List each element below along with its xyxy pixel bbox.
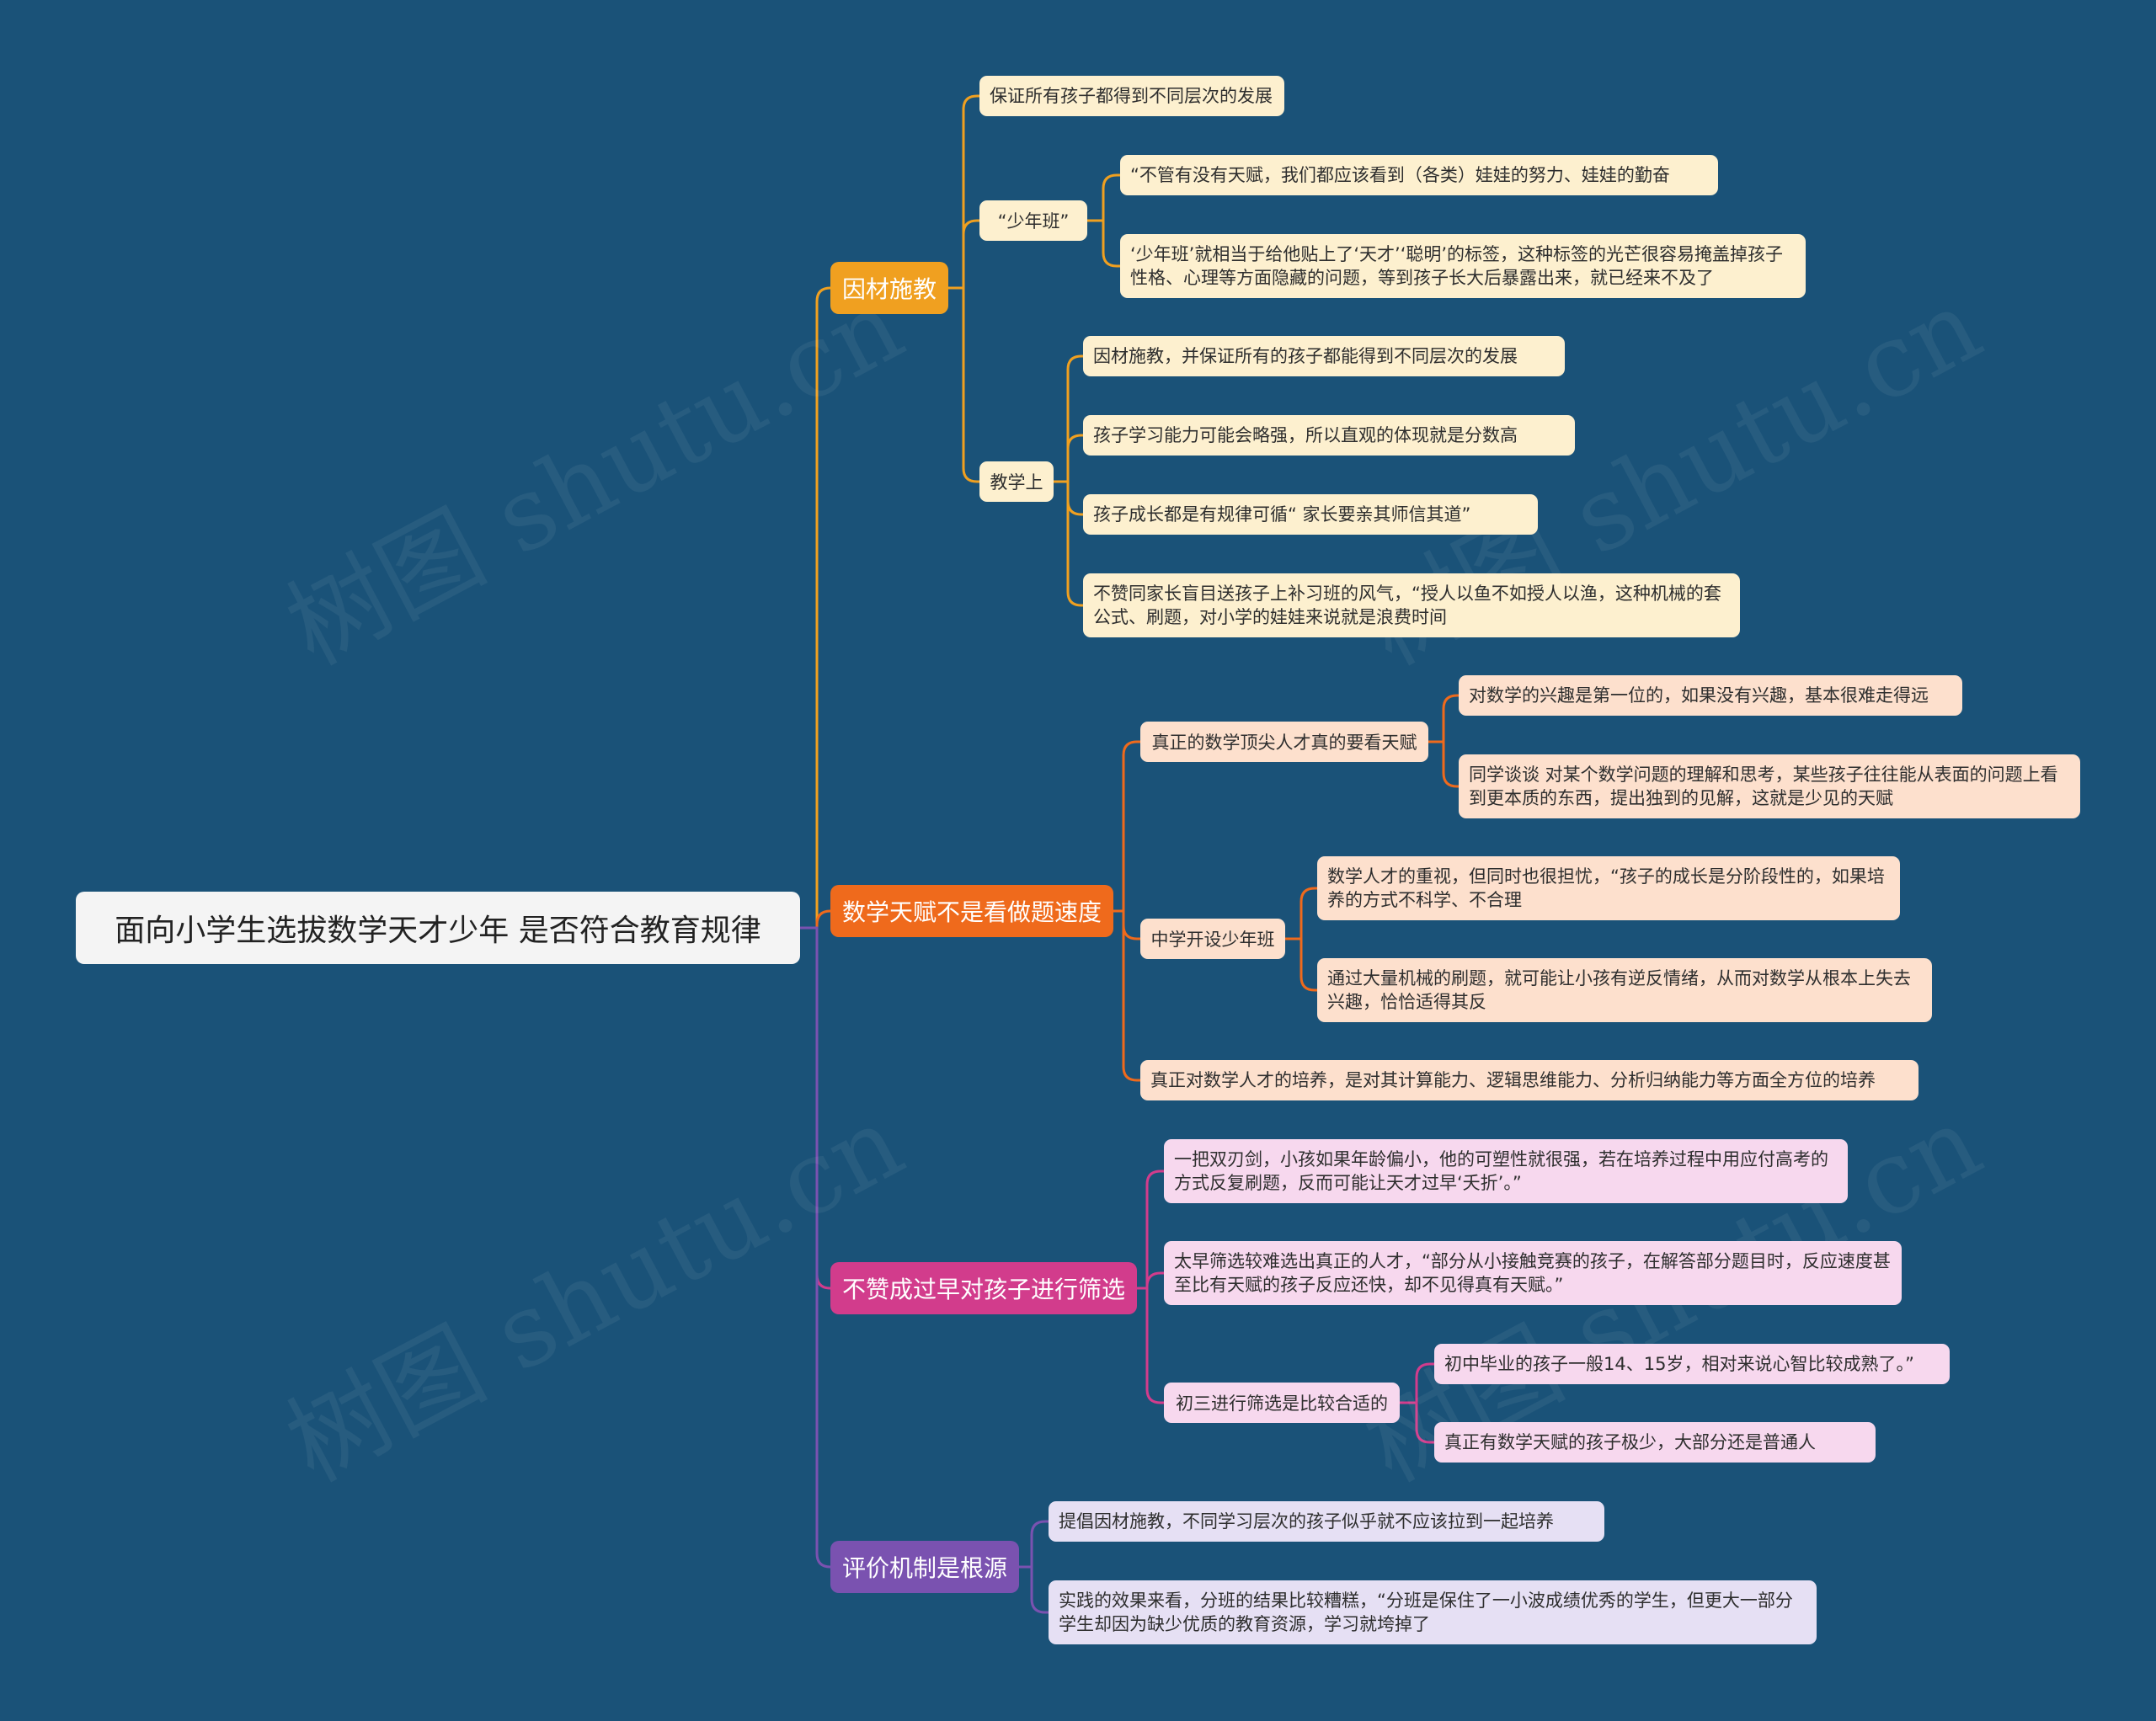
leaf-node[interactable]: 真正对数学人才的培养，是对其计算能力、逻辑思维能力、分析归纳能力等方面全方位的培… [1140,1060,1919,1100]
leaf-node[interactable]: 真正有数学天赋的孩子极少，大部分还是普通人 [1434,1422,1876,1463]
connector-line [1415,1362,1436,1404]
leaf-node[interactable]: 通过大量机械的刷题，就可能让小孩有逆反情绪，从而对数学从根本上失去兴趣，恰恰适得… [1317,958,1932,1022]
connector-line [1145,1287,1166,1404]
root-topic[interactable]: 面向小学生选拔数学天才少年 是否符合教育规律 [76,892,800,964]
branch-因材施教[interactable]: 因材施教 [830,262,949,314]
leaf-node[interactable]: 太早筛选较难选出真正的人才，“部分从小接触竞赛的孩子，在解答部分题目时，反应速度… [1164,1241,1902,1305]
connector-line [1145,1170,1166,1290]
subtopic-教学上[interactable]: 教学上 [979,461,1054,502]
connector-line [1145,1271,1166,1290]
connector-line [1030,1520,1050,1569]
connector-line [815,926,832,1290]
connector-line [815,926,832,1569]
leaf-node[interactable]: 实践的效果来看，分班的结果比较糟糕，“分班是保住了一小波成绩优秀的学生，但更大一… [1049,1580,1817,1644]
connector-line [815,286,832,930]
connector-line [1299,887,1319,940]
subtopic-初三筛选[interactable]: 初三进行筛选是比较合适的 [1164,1383,1400,1423]
leaf-node[interactable]: 不赞同家长盲目送孩子上补习班的风气，“授人以鱼不如授人以渔，这种机械的套公式、刷… [1083,573,1740,637]
leaf-node[interactable]: 数学人才的重视，但同时也很担忧，“孩子的成长是分阶段性的，如果培养的方式不科学、… [1317,856,1900,920]
leaf-node[interactable]: 提倡因材施教，不同学习层次的孩子似乎就不应该拉到一起培养 [1049,1501,1604,1542]
connector-line [962,286,981,483]
leaf-node[interactable]: 孩子学习能力可能会略强，所以直观的体现就是分数高 [1083,415,1575,456]
connector-line [962,219,981,290]
leaf-node[interactable]: 孩子成长都是有规律可循“ 家长要亲其师信其道” [1083,494,1538,535]
leaf-node[interactable]: 保证所有孩子都得到不同层次的发展 [979,76,1284,116]
branch-筛选[interactable]: 不赞成过早对孩子进行筛选 [830,1262,1138,1314]
subtopic-顶尖人才[interactable]: 真正的数学顶尖人才真的要看天赋 [1140,722,1428,762]
connector-line [1122,909,1142,940]
leaf-node[interactable]: 同学谈谈 对某个数学问题的理解和思考，某些孩子往往能从表面的问题上看到更本质的东… [1459,754,2080,818]
connector-line [1415,1401,1436,1444]
branch-评价机制[interactable]: 评价机制是根源 [830,1541,1020,1593]
leaf-node[interactable]: 对数学的兴趣是第一位的，如果没有兴趣，基本很难走得远 [1459,675,1962,716]
connector-line [1066,480,1085,516]
connector-line [1066,434,1085,483]
connector-line [1442,694,1460,743]
branch-数学天赋[interactable]: 数学天赋不是看做题速度 [830,885,1114,937]
connector-line [815,909,832,930]
subtopic-少年班[interactable]: 中学开设少年班 [1140,919,1285,959]
connector-line [1299,937,1319,992]
connector-line [1066,354,1085,483]
connector-line [962,94,981,290]
connector-line [1122,740,1142,913]
connector-line [1442,740,1460,788]
subtopic-少年班[interactable]: “少年班” [979,200,1087,241]
connector-line [1102,219,1122,268]
leaf-node[interactable]: ‘少年班’就相当于给他贴上了‘天才’‘聪明’的标签，这种标签的光芒很容易掩盖掉孩… [1120,234,1806,298]
leaf-node[interactable]: “不管有没有天赋，我们都应该看到（各类）娃娃的努力、娃娃的勤奋 [1120,155,1718,195]
leaf-node[interactable]: 一把双刃剑，小孩如果年龄偏小，他的可塑性就很强，若在培养过程中用应付高考的方式反… [1164,1139,1848,1203]
connector-line [1030,1565,1050,1614]
connector-line [1122,909,1142,1082]
connector-line [1102,173,1122,222]
leaf-node[interactable]: 因材施教，并保证所有的孩子都能得到不同层次的发展 [1083,336,1565,376]
connector-line [1066,480,1085,607]
leaf-node[interactable]: 初中毕业的孩子一般14、15岁，相对来说心智比较成熟了。” [1434,1344,1950,1384]
